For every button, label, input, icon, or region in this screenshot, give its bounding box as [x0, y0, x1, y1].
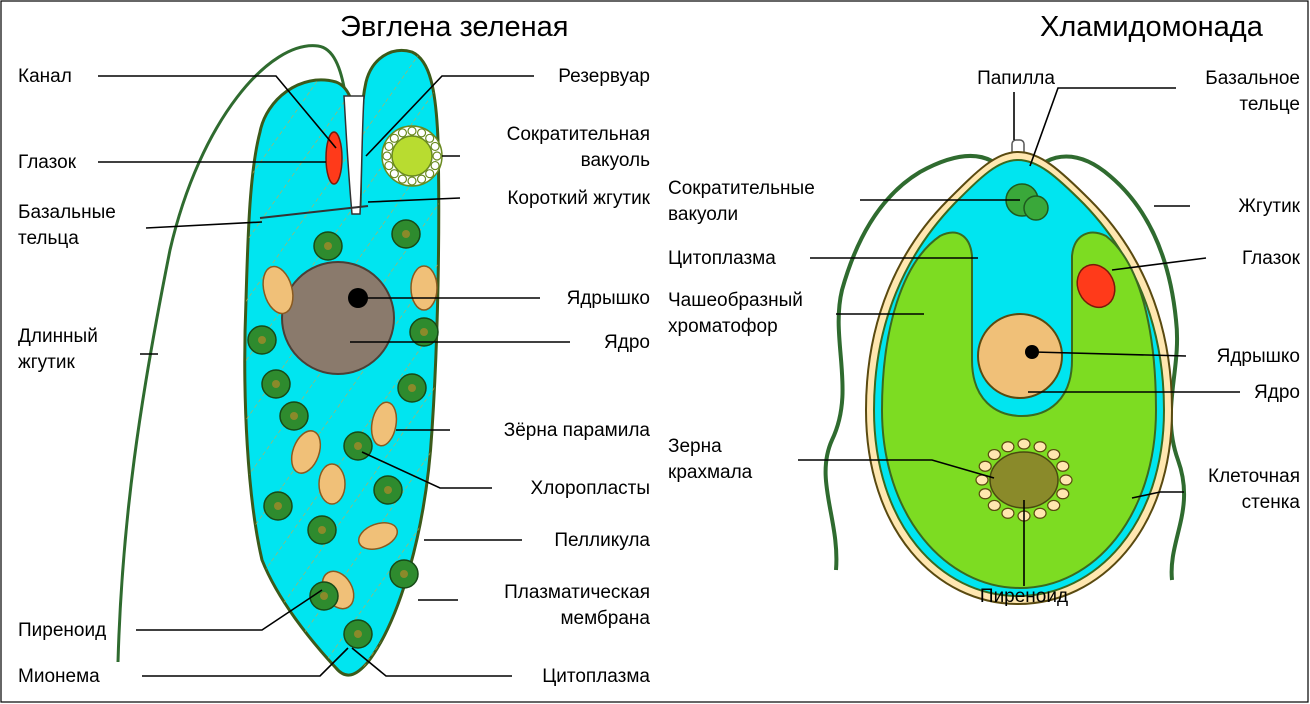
euglena-chloroplast-pyrenoid: [324, 242, 332, 250]
chlamy-starch-grain: [1034, 508, 1046, 518]
label-sokr-vak-line2: вакуоли: [668, 204, 738, 225]
label-glazok-right: Глазок: [1242, 248, 1301, 269]
label-kletochnaya-line1: Клеточная: [1208, 466, 1300, 487]
euglena-vacuole-vesicle: [418, 129, 426, 137]
label-citoplazma-left: Цитоплазма: [542, 666, 650, 687]
label-chash-line1: Чашеобразный: [668, 290, 803, 311]
chlamy-nucleus: [978, 314, 1062, 398]
chlamy-starch-grain: [1048, 500, 1060, 510]
label-glazok-left: Глазок: [18, 152, 77, 173]
label-zhgutik: Жгутик: [1238, 196, 1300, 217]
euglena-chloroplast-pyrenoid: [290, 412, 298, 420]
label-bazalnoe-line1: Базальное: [1205, 68, 1300, 89]
label-sokr-line1: Сократительная: [507, 124, 650, 145]
euglena-vacuole-vesicle: [433, 152, 441, 160]
euglena-chloroplast-pyrenoid: [408, 384, 416, 392]
euglena-vacuole-vesicle: [426, 170, 434, 178]
label-chash-line2: хроматофор: [668, 316, 778, 337]
euglena-vacuole-vesicle: [408, 177, 416, 185]
label-bazalnoe-line2: тельце: [1239, 94, 1300, 115]
label-dlinny-line2: жгутик: [18, 352, 75, 373]
euglena-vacuole-vesicle: [408, 127, 416, 135]
euglena-chloroplast-pyrenoid: [384, 486, 392, 494]
title-euglena: Эвглена зеленая: [340, 11, 568, 43]
euglena-vacuole-vesicle: [385, 142, 393, 150]
label-citoplazma-right: Цитоплазма: [668, 248, 776, 269]
euglena-chloroplast-pyrenoid: [420, 328, 428, 336]
title-chlamydomonas: Хламидомонада: [1040, 11, 1264, 43]
label-pirenoid-right: Пиреноид: [980, 586, 1068, 607]
euglena-vacuole-vesicle: [418, 175, 426, 183]
euglena-chloroplast-pyrenoid: [318, 526, 326, 534]
euglena-chloroplast-pyrenoid: [354, 442, 362, 450]
label-yadro-left: Ядро: [604, 332, 650, 353]
euglena-vacuole-vesicle: [426, 134, 434, 142]
chlamy-pyrenoid: [990, 452, 1058, 508]
euglena-chloroplast-pyrenoid: [274, 502, 282, 510]
label-kanal: Канал: [18, 66, 72, 87]
label-hloroplasty: Хлоропласты: [531, 478, 650, 499]
label-mionema: Мионема: [18, 666, 100, 687]
chlamy-starch-grain: [1002, 442, 1014, 452]
label-dlinny-line1: Длинный: [18, 326, 98, 347]
label-zerna-line2: крахмала: [668, 462, 753, 483]
euglena-vacuole-vesicle: [383, 152, 391, 160]
euglena-chloroplast-pyrenoid: [320, 592, 328, 600]
label-plazm-line1: Плазматическая: [504, 582, 650, 603]
label-pellikula: Пелликула: [554, 530, 650, 551]
label-rezervuar: Резервуар: [558, 66, 650, 87]
euglena-vacuole-vesicle: [398, 175, 406, 183]
chlamy-contractile-vacuole-2: [1024, 196, 1048, 220]
chlamy-starch-grain: [1057, 461, 1069, 471]
label-zerna-line1: Зерна: [668, 436, 722, 457]
label-yadro-right: Ядро: [1254, 382, 1300, 403]
euglena-vacuole-vesicle: [431, 162, 439, 170]
label-zerna-paramila: Зёрна парамила: [504, 420, 651, 441]
label-pirenoid-left: Пиреноид: [18, 620, 106, 641]
chlamy-starch-grain: [1002, 508, 1014, 518]
chlamy-starch-grain: [1060, 475, 1072, 485]
euglena-vacuole-vesicle: [390, 134, 398, 142]
chlamy-starch-grain: [1018, 439, 1030, 449]
label-bazalnye-line1: Базальные: [18, 202, 116, 223]
euglena-chloroplast-pyrenoid: [258, 336, 266, 344]
label-papilla: Папилла: [977, 68, 1055, 89]
chlamy-starch-grain: [1034, 442, 1046, 452]
label-plazm-line2: мембрана: [560, 608, 650, 629]
label-sokr-line2: вакуоль: [581, 150, 650, 171]
euglena-nucleus: [282, 262, 394, 374]
label-kletochnaya-line2: стенка: [1242, 492, 1301, 513]
euglena-contractile-vacuole: [382, 126, 442, 186]
chlamy-starch-grain: [1048, 450, 1060, 460]
euglena-vacuole-vesicle: [431, 142, 439, 150]
label-yadryshko-left: Ядрышко: [567, 288, 650, 309]
chlamy-starch-grain: [988, 450, 1000, 460]
euglena-vacuole-vesicle: [385, 162, 393, 170]
euglena-chloroplast-pyrenoid: [400, 570, 408, 578]
label-yadryshko-right: Ядрышко: [1217, 346, 1300, 367]
label-bazalnye-line2: тельца: [18, 228, 79, 249]
label-sokr-vak-line1: Сократительные: [668, 178, 815, 199]
euglena-vacuole-vesicle: [390, 170, 398, 178]
chlamy-starch-grain: [988, 500, 1000, 510]
euglena-chloroplast-pyrenoid: [354, 630, 362, 638]
euglena-chloroplast-pyrenoid: [272, 380, 280, 388]
chlamy-starch-grain: [979, 489, 991, 499]
euglena-vacuole-vesicle: [398, 129, 406, 137]
euglena-chloroplast-pyrenoid: [402, 230, 410, 238]
label-korotky: Короткий жгутик: [507, 188, 650, 209]
chlamy-starch-grain: [1057, 489, 1069, 499]
chlamy-starch-grain: [979, 461, 991, 471]
